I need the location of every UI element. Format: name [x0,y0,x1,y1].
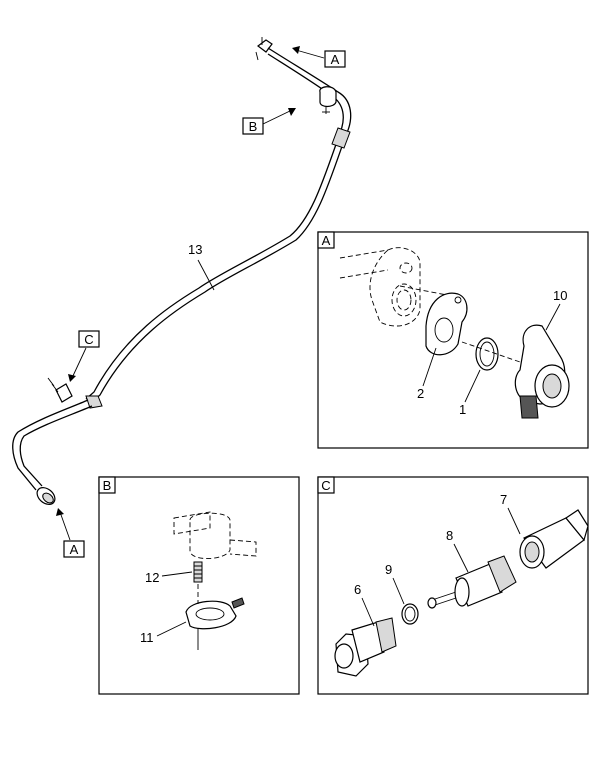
screw [193,561,203,583]
valve-stem [427,589,463,609]
bottom-connector [36,487,56,505]
detail-panel-c: C 6 9 [317,476,589,695]
part-number-11: 11 [140,630,154,645]
panel-b-label: B [103,478,112,493]
bracket [185,597,245,650]
gasket [425,292,468,356]
part-number-13: 13 [188,242,202,257]
part-number-9: 9 [385,562,392,577]
seal-ring [401,603,419,625]
callout-left-c: C [68,330,100,382]
callout-top-b-label: B [249,119,258,134]
tee-fitting [319,86,337,114]
callout-top-a-label: A [331,52,340,67]
tube-assembly [12,37,352,505]
panel-a-label: A [322,233,331,248]
callout-bottom-a: A [56,508,85,558]
part-number-1: 1 [459,402,466,417]
poppet [454,555,517,607]
part-number-12: 12 [145,570,159,585]
callout-top-b: B [242,108,296,135]
top-fitting [255,37,273,61]
check-fitting [47,377,73,403]
detail-panel-b: B 12 11 [98,476,300,695]
part-number-7: 7 [500,492,507,507]
elbow-fitting [461,324,570,419]
callout-top-a: A [292,46,346,68]
part-number-2: 2 [417,386,424,401]
part-number-8: 8 [446,528,453,543]
part-number-6: 6 [354,582,361,597]
o-ring [475,337,499,371]
cap [519,509,589,569]
valve-body [334,617,397,677]
detail-panel-a: A 2 1 10 [317,231,589,449]
callout-left-c-label: C [84,332,93,347]
part-number-10: 10 [553,288,567,303]
label-13: 13 [188,242,215,291]
panel-c-label: C [321,478,330,493]
callout-bottom-a-label: A [70,542,79,557]
